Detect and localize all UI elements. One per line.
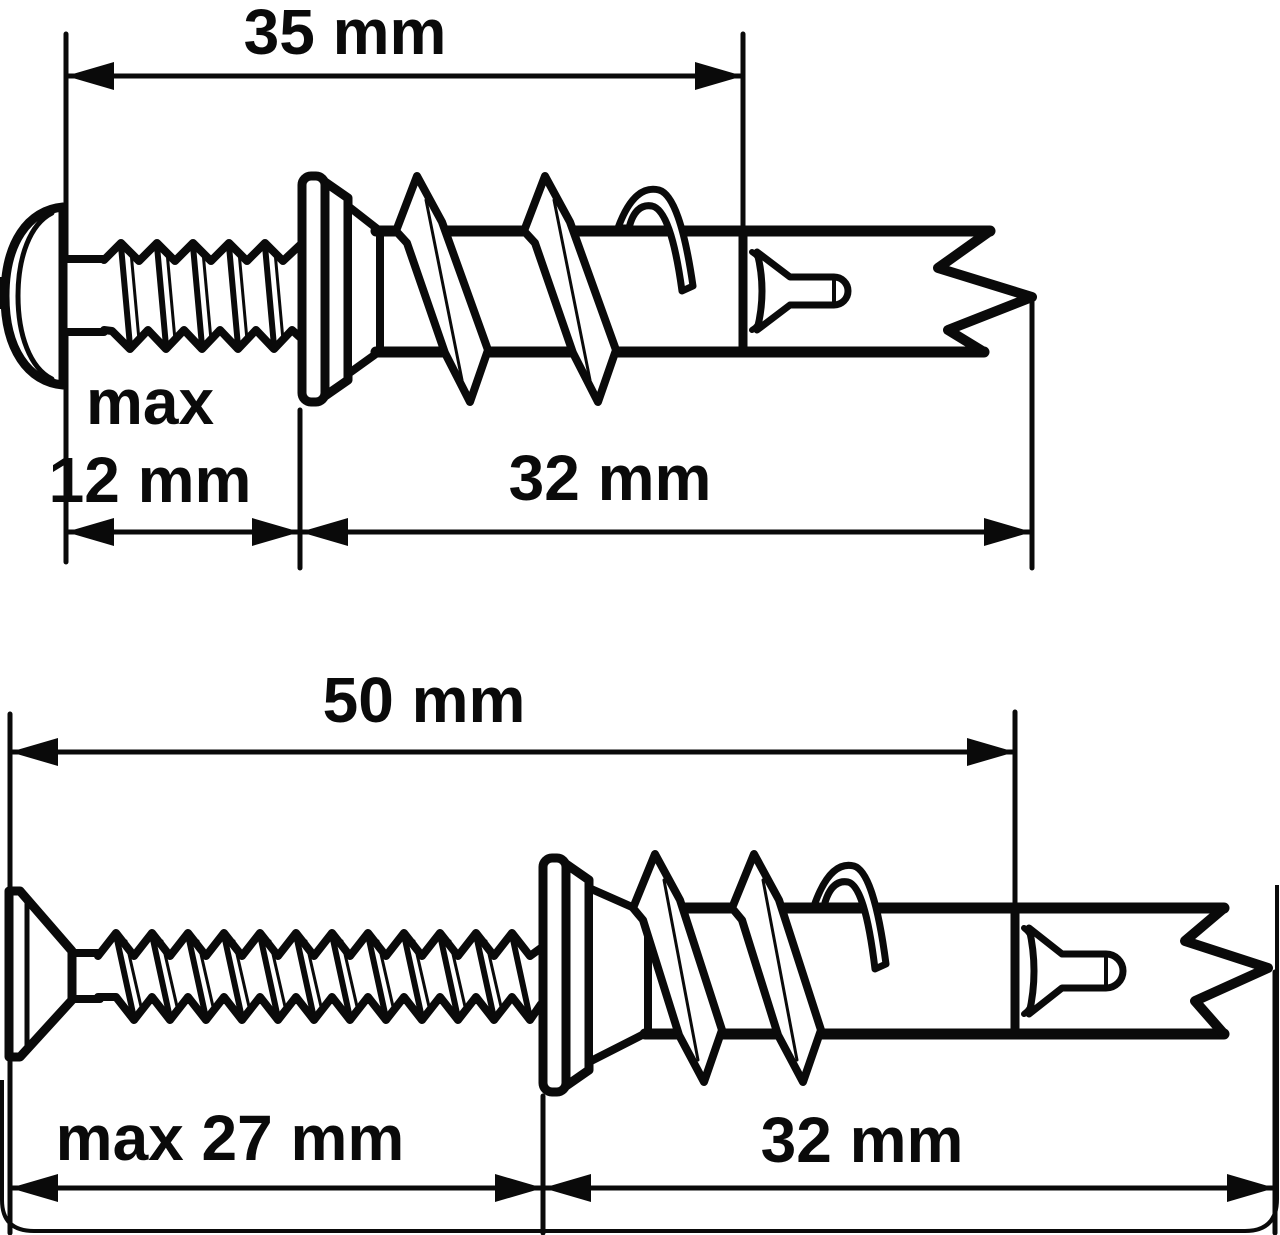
fin-detail-line bbox=[552, 198, 592, 382]
thread-bottom-profile bbox=[94, 993, 545, 1024]
image-frame-edge bbox=[0, 885, 1279, 1233]
anchor-fin-partial bbox=[614, 185, 697, 295]
thread-detail-lines bbox=[124, 939, 504, 1013]
anchor-fin bbox=[629, 850, 726, 1086]
bottom-anchor bbox=[538, 850, 1273, 1097]
fin-detail-line bbox=[761, 878, 799, 1062]
dim-label-12mm: 12 mm bbox=[49, 444, 252, 516]
dim-label-32mm-top: 32 mm bbox=[509, 442, 712, 514]
bottom-arrowheads bbox=[10, 738, 1275, 1202]
break-zigzag bbox=[933, 226, 1037, 357]
arrowhead-icon bbox=[66, 62, 114, 90]
metal-tip-profile bbox=[753, 248, 852, 334]
dim-label-max: max bbox=[86, 366, 215, 438]
dim-label-32mm-bottom: 32 mm bbox=[761, 1104, 964, 1176]
fin-detail-line bbox=[662, 878, 700, 1062]
arrowhead-icon bbox=[543, 1174, 591, 1202]
arrowhead-icon bbox=[984, 518, 1032, 546]
dim-label-max27mm: max 27 mm bbox=[56, 1102, 405, 1174]
arrowhead-icon bbox=[66, 518, 114, 546]
thread-top-profile bbox=[94, 929, 545, 960]
top-arrowheads bbox=[66, 62, 1032, 546]
thread-top-profile bbox=[100, 239, 307, 265]
screw-head bbox=[4, 886, 77, 1062]
dim-label-35mm: 35 mm bbox=[244, 0, 447, 68]
arrowhead-icon bbox=[10, 1174, 58, 1202]
arrowhead-icon bbox=[300, 518, 348, 546]
top-diagram: 35 mm max 12 mm 32 mm bbox=[0, 0, 1037, 571]
thread-flanks bbox=[113, 932, 533, 1021]
fin-detail-line bbox=[424, 198, 464, 382]
countersunk-screw bbox=[4, 886, 545, 1062]
arrowhead-icon bbox=[1227, 1174, 1275, 1202]
thread-bottom-profile bbox=[100, 326, 307, 353]
dim-label-50mm: 50 mm bbox=[323, 664, 526, 736]
anchor-flange-side bbox=[561, 859, 594, 1091]
arrowhead-icon bbox=[495, 1174, 543, 1202]
pan-head-screw bbox=[0, 202, 307, 390]
anchor-fin-partial bbox=[810, 861, 890, 973]
screw-head-inner-line bbox=[15, 210, 55, 382]
thread-detail-lines bbox=[129, 250, 285, 342]
screw-head bbox=[0, 202, 68, 390]
thread-flanks bbox=[118, 243, 277, 349]
anchor-flange-side bbox=[320, 177, 353, 401]
anchor-fin bbox=[520, 172, 620, 406]
arrowhead-icon bbox=[10, 738, 58, 766]
bottom-dimension-lines bbox=[7, 709, 1278, 1235]
arrowhead-icon bbox=[252, 518, 300, 546]
anchor-fin bbox=[728, 850, 825, 1086]
top-anchor bbox=[297, 171, 1037, 407]
arrowhead-icon bbox=[967, 738, 1015, 766]
anchor-fin bbox=[392, 172, 492, 406]
metal-tip-profile bbox=[1025, 924, 1127, 1018]
arrowhead-icon bbox=[695, 62, 743, 90]
break-zigzag bbox=[1180, 903, 1273, 1039]
bottom-diagram: 50 mm max 27 mm 32 mm bbox=[4, 664, 1278, 1235]
